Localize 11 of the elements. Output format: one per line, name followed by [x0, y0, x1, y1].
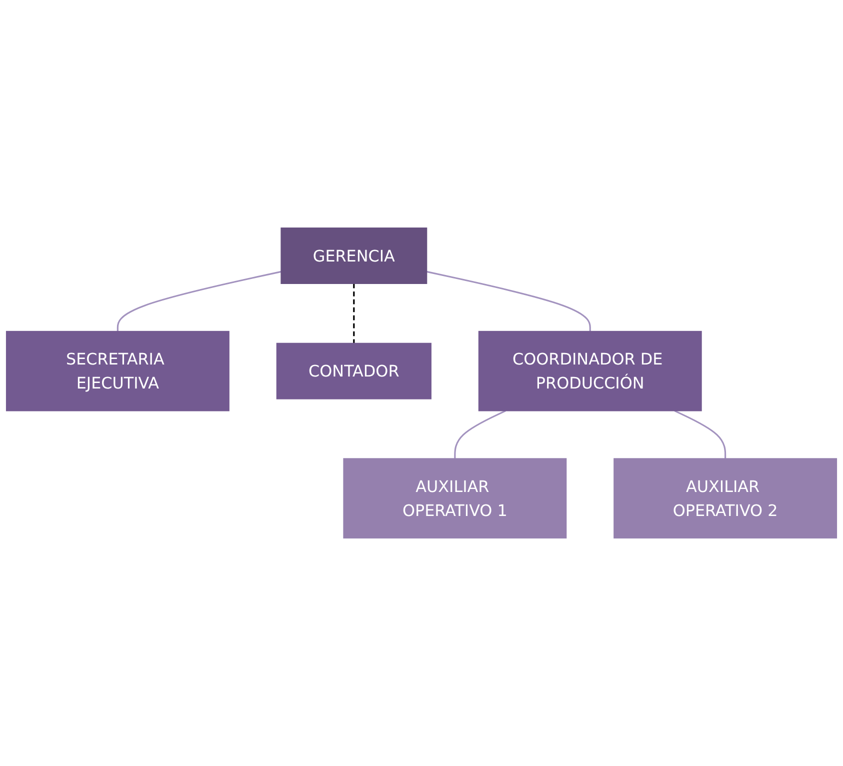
- node-box: [276, 342, 432, 400]
- node-box: [280, 228, 428, 284]
- connector: [454, 410, 506, 459]
- connector: [426, 270, 591, 332]
- node-box: [343, 458, 567, 538]
- node-box: [478, 330, 702, 412]
- connector: [674, 410, 726, 459]
- connector: [116, 270, 282, 332]
- connector: [353, 284, 355, 344]
- node-box: [6, 330, 230, 412]
- node-box: [614, 458, 838, 538]
